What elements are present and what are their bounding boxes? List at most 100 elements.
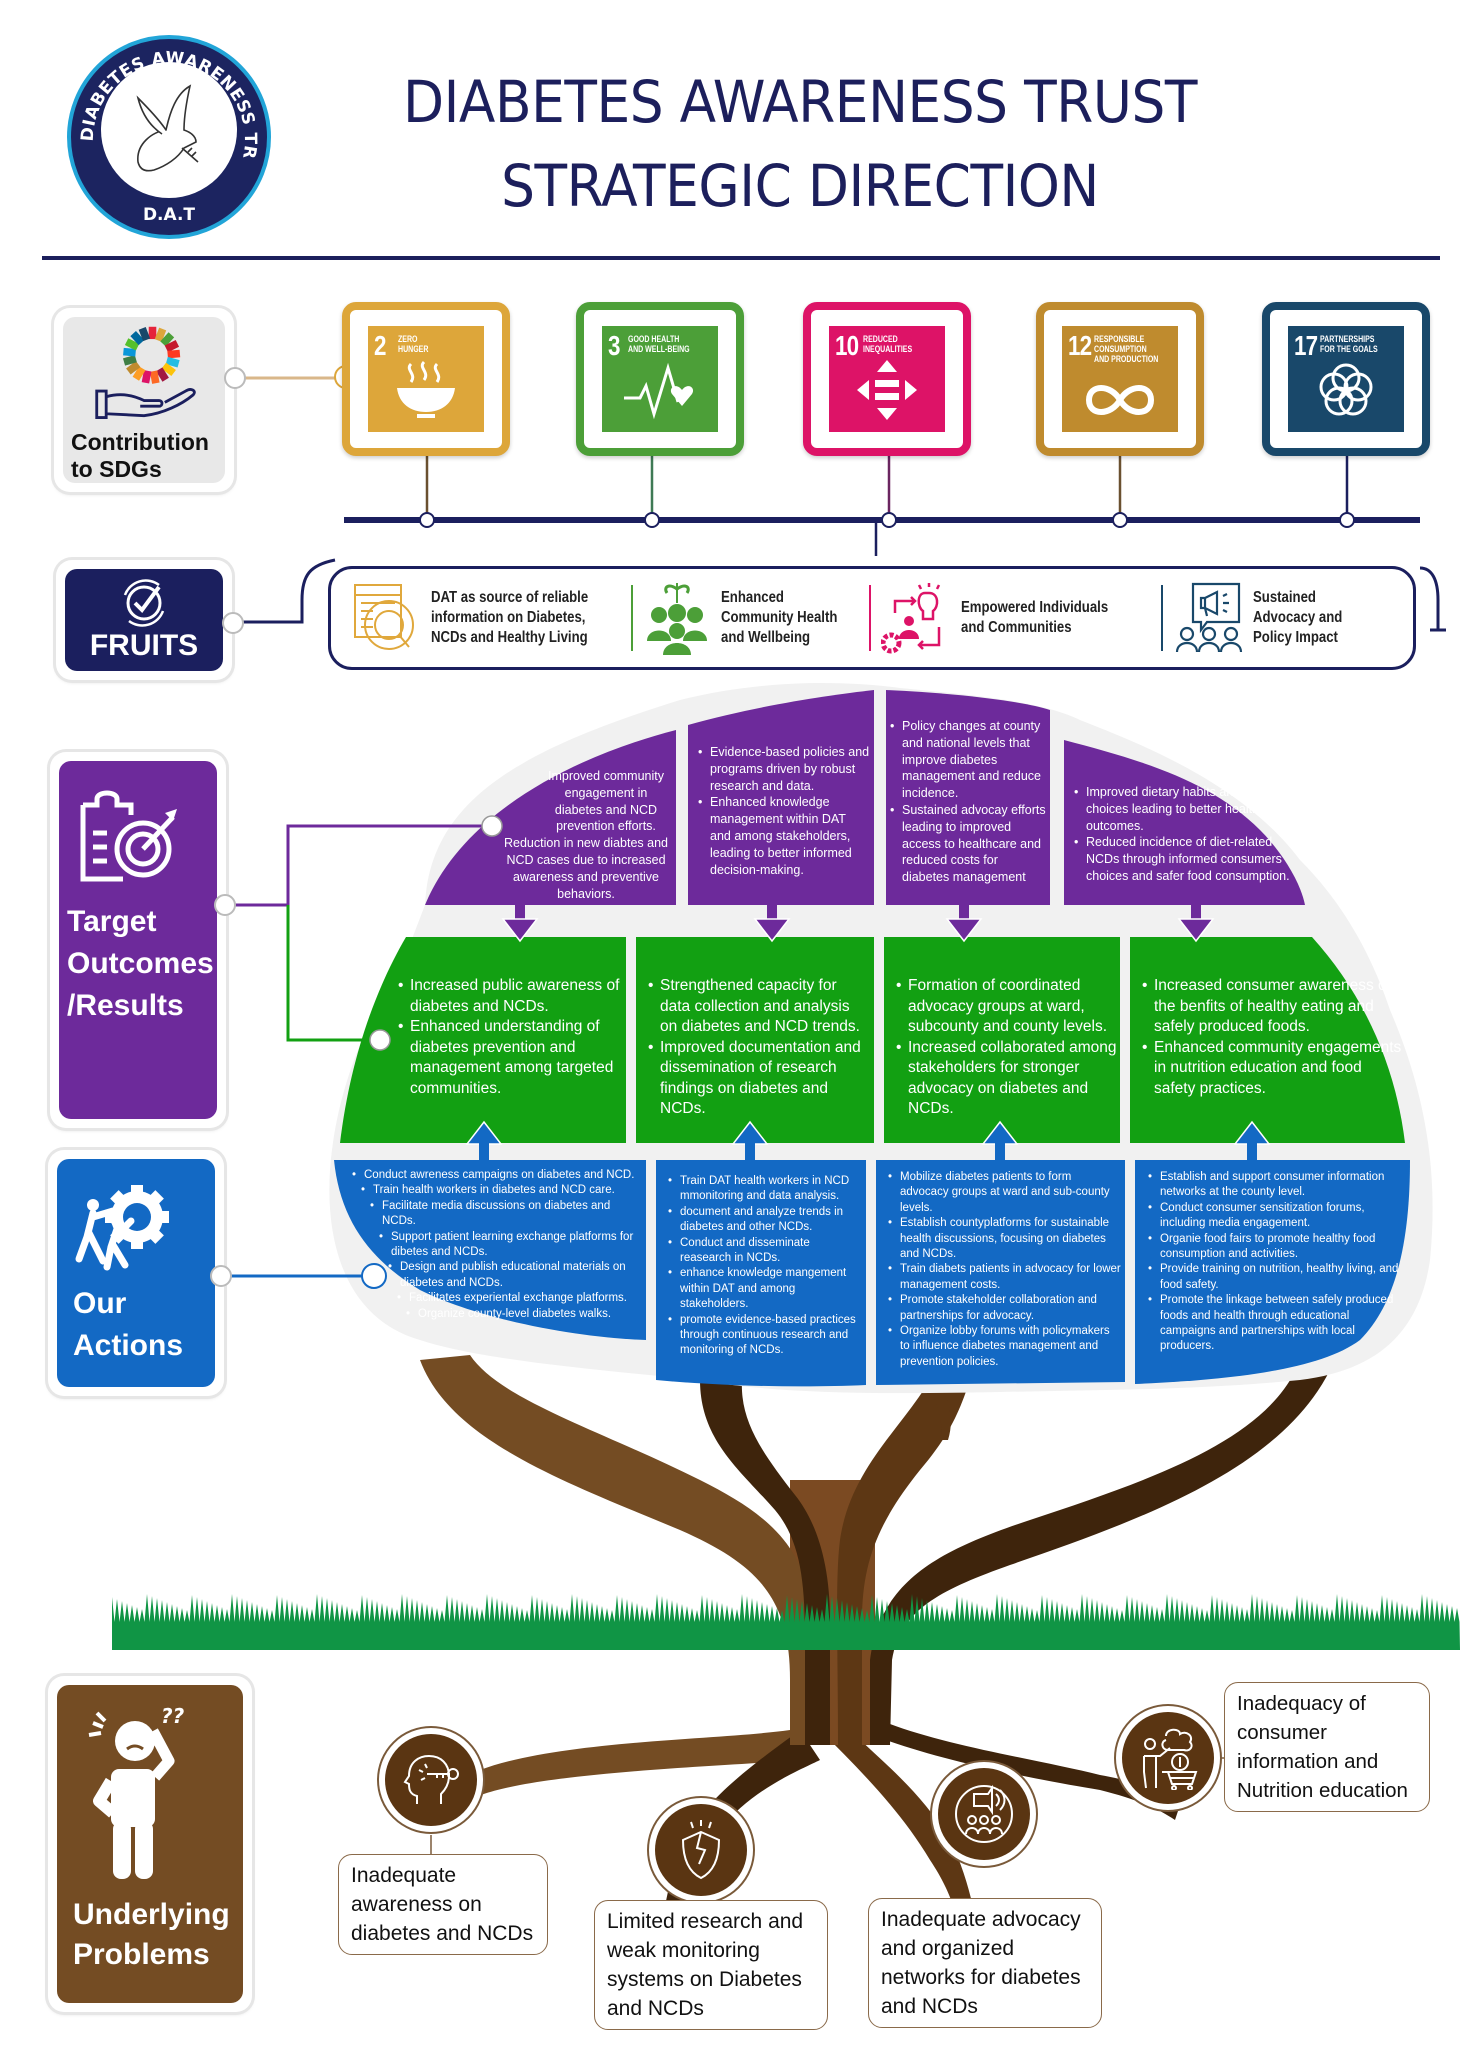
sdg-tile-12[interactable]: 12 RESPONSIBLE CONSUMPTION AND PRODUCTIO… (1036, 302, 1204, 456)
action-item: Organize lobby forums with policymakers … (888, 1324, 1122, 1370)
action-item: Promote stakeholder collaboration and pa… (888, 1293, 1122, 1324)
bowl-icon (397, 360, 455, 418)
fruits-panel: DAT as source of reliable information on… (328, 566, 1416, 670)
sdg-wheel-hand-icon (95, 326, 196, 419)
actions-group-1: Conduct awreness campaigns on diabetes a… (352, 1168, 644, 1322)
sdg-connectors (234, 376, 1420, 556)
sdg-tile-17[interactable]: 17 PARTNERSHIPS FOR THE GOALS (1262, 302, 1430, 456)
idea-cycle-icon (881, 583, 941, 654)
problem-1: Inadequate awareness on diabetes and NCD… (338, 1854, 548, 1955)
rings-flower-icon (1319, 363, 1373, 416)
broken-shield-icon (681, 1820, 721, 1880)
arrows-up (465, 1120, 1271, 1162)
browser-search-icon (354, 584, 414, 650)
page-title-line2: STRATEGIC DIRECTION (501, 152, 1099, 220)
fruit-divider (1161, 585, 1163, 651)
action-item: Design and publish educational materials… (388, 1260, 644, 1291)
teamwork-gear-icon (75, 1185, 169, 1271)
fruit-item-2: Enhanced Community Health and Wellbeing (633, 577, 869, 659)
grass (112, 1594, 1460, 1650)
action-item: Provide training on nutrition, healthy l… (1148, 1262, 1406, 1293)
problem-4: Inadequacy of consumer information and N… (1224, 1682, 1430, 1812)
fruit-item-3: Empowered Individuals and Communities (871, 577, 1161, 659)
actions-connector-dot (210, 1265, 232, 1287)
check-cycle-icon (123, 579, 165, 627)
problem-3: Inadequate advocacy and organized networ… (868, 1898, 1102, 2028)
action-item: promote evidence-based practices through… (668, 1313, 864, 1359)
category-problems: ?? Underlying Problems (48, 1676, 252, 2012)
category-sdgs: Contribution to SDGs (54, 308, 234, 492)
action-item: Conduct and disseminate reasearch in NCD… (668, 1236, 864, 1267)
action-item: enhance knowledge mangement within DAT a… (668, 1266, 864, 1312)
action-item: Establish countyplatforms for sustainabl… (888, 1216, 1122, 1262)
outcome-long-term-3: Policy changes at county and national le… (890, 718, 1046, 886)
category-fruits: FRUITS (56, 560, 232, 680)
header-divider (42, 256, 1440, 260)
clipboard-target-icon (80, 790, 177, 882)
fruit-item-1-text: DAT as source of reliable information on… (431, 589, 589, 646)
actions-connector (224, 1263, 387, 1289)
category-outcomes-label: Target Outcomes /Results (67, 905, 214, 1022)
fruit-item-1: DAT as source of reliable information on… (341, 577, 631, 659)
head-key-icon (403, 1754, 459, 1804)
outcome-long-term-1: Improved community engagement in diabete… (503, 769, 668, 901)
outcome-intermediate-1: Increased public awareness of diabetes a… (398, 976, 620, 1099)
sdg-tile-10[interactable]: 10 REDUCED INEQUALITIES (803, 302, 971, 456)
megaphone-group-icon (1175, 582, 1243, 653)
dove-icon (136, 84, 199, 172)
svg-text:D.A.T: D.A.T (143, 205, 195, 225)
category-actions: Our Actions (48, 1150, 224, 1396)
category-problems-label: Underlying Problems (73, 1898, 230, 1971)
sdg-tile-2[interactable]: 2 ZERO HUNGER (342, 302, 510, 456)
infinity-icon (1085, 385, 1155, 415)
outcomes-connector-dot (214, 894, 236, 916)
actions-group-4: Establish and support consumer informati… (1148, 1170, 1406, 1355)
fruits-connector (232, 558, 1446, 632)
equality-arrows-icon (857, 360, 917, 420)
page-title-line1: DIABETES AWARENESS TRUST (402, 68, 1197, 136)
action-item: Train DAT health workers in NCD mmonitor… (668, 1174, 864, 1205)
sdg-connector-dot (224, 367, 246, 389)
fruit-item-3-text: Empowered Individuals and Communities (961, 599, 1109, 636)
problem-3-badge (930, 1760, 1038, 1868)
actions-group-2: Train DAT health workers in NCD mmonitor… (668, 1174, 864, 1359)
confused-person-icon: ?? (88, 1704, 185, 1879)
sdg-tile-3[interactable]: 3 GOOD HEALTH AND WELL-BEING (576, 302, 744, 456)
action-item: Facilitate media discussions on diabetes… (370, 1199, 644, 1230)
problem-4-badge (1114, 1704, 1222, 1812)
action-item: Train health workers in diabetes and NCD… (361, 1183, 644, 1199)
arrows-down (501, 903, 1215, 943)
heartbeat-icon (624, 362, 694, 420)
outcome-intermediate-3: Formation of coordinated advocacy groups… (896, 976, 1118, 1120)
action-item: Train diabets patients in advocacy for l… (888, 1262, 1122, 1293)
problem-2-badge (647, 1796, 755, 1904)
action-item: Conduct consumer sensitization forums, i… (1148, 1201, 1406, 1232)
megaphone-crowd-icon (955, 1784, 1013, 1843)
action-item: Organie food fairs to promote healthy fo… (1148, 1232, 1406, 1263)
outcomes-connector (226, 815, 503, 1051)
community-health-icon (647, 583, 707, 655)
category-outcomes: Target Outcomes /Results (50, 752, 226, 1128)
fruit-divider (869, 585, 871, 651)
category-fruits-label: FRUITS (89, 629, 199, 662)
fruit-item-2-text: Enhanced Community Health and Wellbeing (721, 589, 838, 646)
tree-trunk (420, 1355, 1330, 1745)
dat-logo: DIABETES AWARENESS TRUST D.A.T (59, 17, 272, 242)
actions-group-3: Mobilize diabetes patients to form advoc… (888, 1170, 1122, 1370)
action-item: Establish and support consumer informati… (1148, 1170, 1406, 1201)
category-actions-label: Our Actions (73, 1287, 184, 1362)
shopper-cart-icon (1143, 1728, 1198, 1790)
fruit-item-4: Sustained Advocacy and Policy Impact (1163, 577, 1403, 659)
fruit-divider (631, 585, 633, 651)
action-item: Organize county-level diabetes walks. (406, 1307, 644, 1323)
outcome-intermediate-4: Increased consumer awareness of the benf… (1142, 976, 1402, 1099)
fruits-connector-dot (222, 612, 244, 634)
outcome-intermediate-2: Strengthened capacity for data collectio… (648, 976, 870, 1120)
outcome-long-term-4: Improved dietary habits and food choices… (1074, 784, 1296, 885)
action-item: Support patient learning exchange platfo… (379, 1230, 644, 1261)
category-sdgs-label: Contribution to SDGs (71, 429, 209, 482)
action-item: Facilitates experiental exchange platfor… (397, 1291, 644, 1307)
problem-2: Limited research and weak monitoring sys… (594, 1900, 828, 2030)
action-item: Conduct awreness campaigns on diabetes a… (352, 1168, 644, 1184)
fruit-item-4-text: Sustained Advocacy and Policy Impact (1253, 589, 1343, 646)
